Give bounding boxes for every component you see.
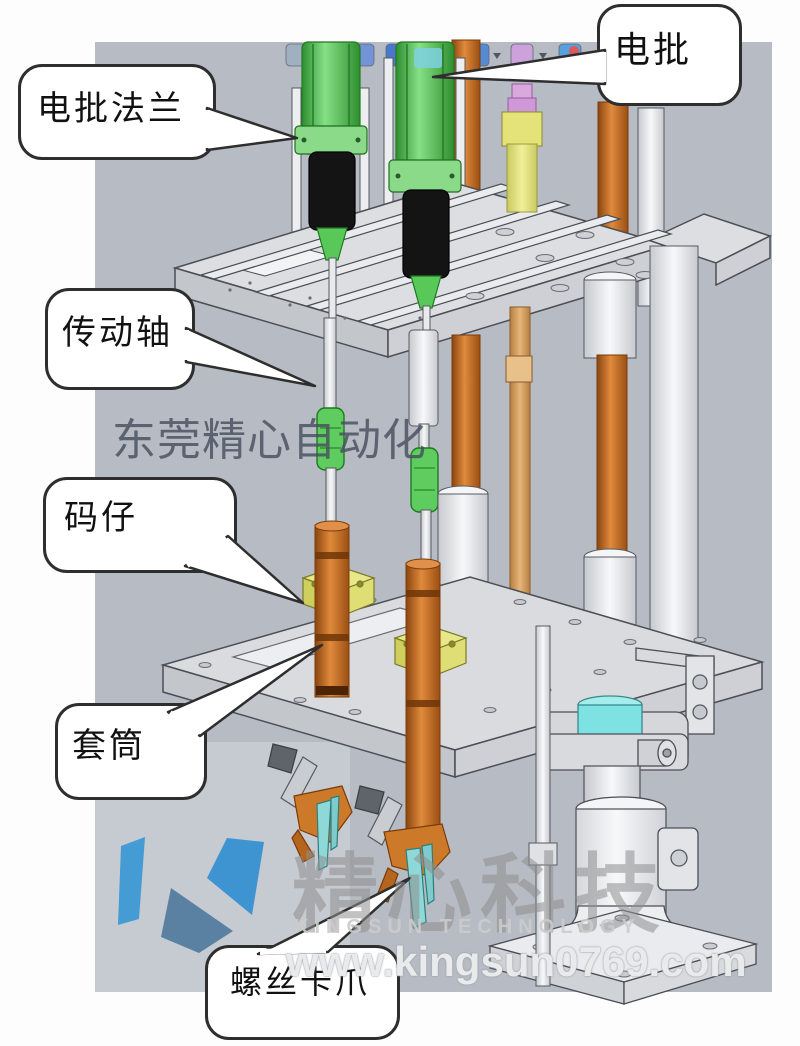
callout-drive-shaft-label: 传动轴 — [62, 315, 173, 352]
electric-screwdriver-left — [294, 41, 368, 325]
yellow-feeder-part — [501, 83, 543, 213]
callout-screwdriver-flange: 电批法兰 — [18, 64, 216, 160]
callout-sleeve: 套筒 — [55, 703, 207, 800]
callout-screw-claw: 螺丝卡爪 — [205, 945, 400, 1040]
callout-screwdriver: 电批 — [597, 4, 742, 106]
kingsun-logo — [118, 837, 264, 953]
callout-clamp-block: 码仔 — [43, 477, 237, 573]
front-thin-rod — [528, 625, 558, 987]
screw-claw-left-part — [267, 743, 353, 871]
callout-drive-shaft: 传动轴 — [45, 288, 195, 390]
sleeve-right-part — [405, 558, 441, 844]
sleeve-left-part — [314, 520, 350, 698]
callout-screwdriver-label: 电批 — [614, 30, 693, 70]
right-lower-assembly — [487, 647, 759, 1005]
screw-claw-right-part — [354, 785, 451, 929]
callout-clamp-block-label: 码仔 — [64, 500, 138, 537]
callout-screwdriver-flange-label: 电批法兰 — [37, 91, 185, 128]
callout-screw-claw-label: 螺丝卡爪 — [230, 964, 371, 1000]
callout-sleeve-label: 套筒 — [72, 728, 146, 765]
